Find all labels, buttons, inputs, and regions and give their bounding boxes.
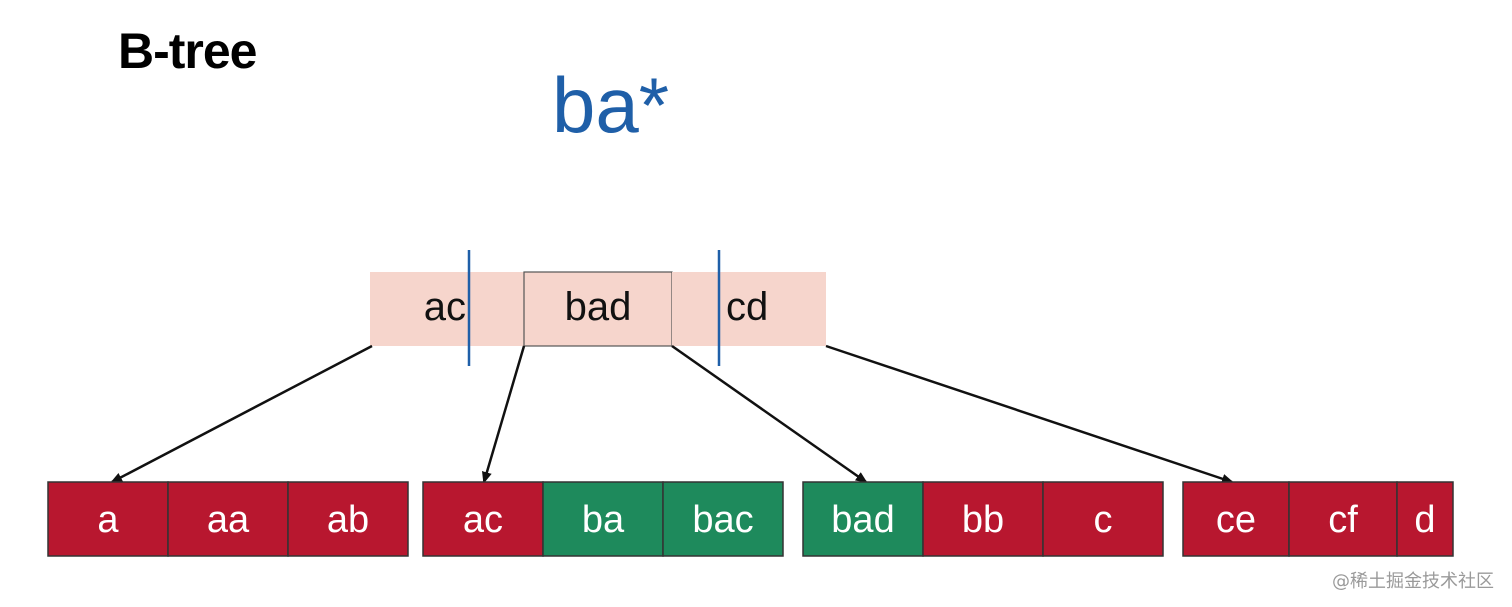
range-markers bbox=[467, 250, 721, 366]
root-key: cd bbox=[726, 285, 768, 329]
leaf-key: bad bbox=[831, 499, 894, 541]
root-key: ac bbox=[424, 285, 466, 329]
root-node: ac bad cd bbox=[370, 271, 826, 347]
root-cell bbox=[370, 272, 470, 346]
leaf-entry-miss bbox=[1182, 481, 1290, 557]
leaf-key: d bbox=[1414, 499, 1435, 541]
child-pointer-arrow bbox=[482, 345, 526, 484]
leaf-node: bad bb c bbox=[802, 481, 1164, 557]
root-cell bbox=[470, 272, 524, 346]
leaf-entry-miss bbox=[1288, 481, 1398, 557]
leaf-node: ce cf d bbox=[1182, 481, 1454, 557]
leaf-entry-match bbox=[662, 481, 784, 557]
leaf-entry-match bbox=[802, 481, 924, 557]
child-pointer-arrow bbox=[825, 344, 1234, 484]
leaf-node: ac ba bac bbox=[422, 481, 784, 557]
leaf-key: ab bbox=[327, 499, 369, 541]
leaf-entry-match bbox=[542, 481, 664, 557]
leaf-key: ba bbox=[582, 499, 625, 541]
root-cell bbox=[720, 272, 826, 346]
leaf-key: ce bbox=[1216, 499, 1256, 541]
leaf-entry-miss bbox=[422, 481, 544, 557]
root-key: bad bbox=[565, 285, 632, 329]
leaf-entry-miss bbox=[922, 481, 1044, 557]
tree-edges bbox=[110, 344, 1234, 484]
leaf-key: aa bbox=[207, 499, 250, 541]
root-cell bbox=[523, 271, 673, 347]
query-pattern: ba* bbox=[552, 61, 670, 149]
leaf-key: bac bbox=[692, 499, 753, 541]
leaf-key: c bbox=[1094, 499, 1113, 541]
child-pointer-arrow bbox=[671, 344, 868, 484]
leaf-entry-miss bbox=[287, 481, 409, 557]
child-pointer-arrow bbox=[110, 344, 373, 484]
watermark: @稀土掘金技术社区 bbox=[1332, 571, 1494, 592]
leaf-entry-miss bbox=[167, 481, 289, 557]
leaf-key: a bbox=[97, 499, 119, 541]
leaf-entry-miss bbox=[1396, 481, 1454, 557]
leaf-key: ac bbox=[463, 499, 503, 541]
leaf-entry-miss bbox=[1042, 481, 1164, 557]
leaf-key: cf bbox=[1328, 499, 1358, 541]
diagram-title: B-tree bbox=[118, 23, 257, 79]
leaf-key: bb bbox=[962, 499, 1004, 541]
root-cell bbox=[672, 272, 720, 346]
